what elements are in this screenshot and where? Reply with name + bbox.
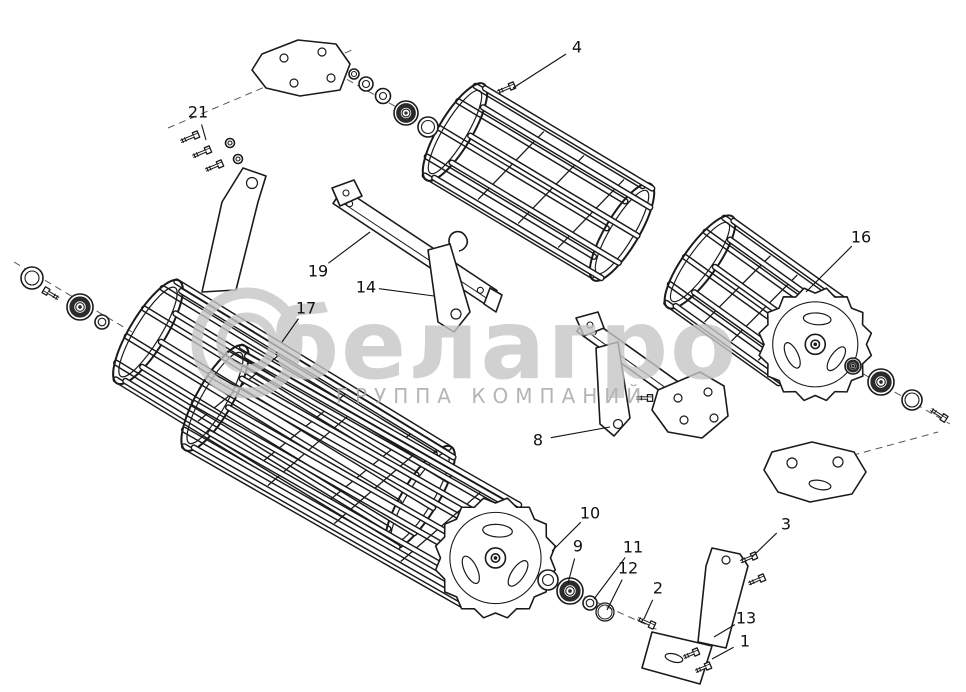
callout-label-19: 19 [308, 262, 328, 281]
link-arm-upper [427, 243, 471, 333]
callout-leader-8 [550, 426, 611, 439]
callout-label-21: 21 [188, 103, 208, 122]
cage-roller-top [421, 82, 656, 282]
callout-leader-9 [567, 558, 576, 584]
support-arm-left [201, 167, 267, 293]
callout-leader-3 [751, 532, 778, 558]
axle-hardware-left [20, 266, 110, 330]
callout-label-3: 3 [781, 515, 791, 534]
axle-hardware-right [844, 357, 949, 423]
callout-label-17: 17 [296, 299, 316, 318]
callout-label-4: 4 [572, 38, 582, 57]
mount-bracket-right [763, 441, 867, 503]
callout-leader-11 [593, 557, 626, 600]
callout-leader-19 [328, 231, 371, 264]
callout-label-10: 10 [580, 504, 600, 523]
watermark-logo-outer-ring [191, 287, 303, 399]
callout-label-13: 13 [736, 609, 756, 628]
watermark-subtitle-text: ГРУППА КОМПАНИЙ [336, 384, 648, 408]
mount-plate-mid [651, 371, 729, 439]
bolt-set-1 [682, 647, 713, 673]
callout-label-9: 9 [573, 537, 583, 556]
watermark-logo-inner-ring [216, 312, 278, 374]
link-arm-lower [595, 341, 654, 437]
mount-bracket-top [251, 39, 351, 97]
callout-leader-14 [378, 288, 435, 297]
callout-leader-16 [805, 245, 853, 293]
callout-leader-1 [711, 646, 734, 660]
callout-leader-2 [643, 599, 654, 620]
callout-label-14: 14 [356, 278, 376, 297]
callout-leader-10 [551, 521, 582, 552]
bolt-4 [496, 81, 517, 94]
watermark-brand-text: белагро [272, 289, 738, 401]
callout-leader-17 [281, 318, 299, 343]
hub-hardware-top [348, 68, 439, 138]
callout-leader-13 [713, 624, 736, 638]
callout-label-2: 2 [653, 579, 663, 598]
callout-label-11: 11 [623, 538, 643, 557]
bolt-set-21 [180, 130, 244, 172]
callout-layer: 4 21 19 14 17 16 8 10 9 11 12 2 3 13 1 [188, 38, 871, 660]
callout-leader-12 [606, 579, 623, 611]
callout-label-12: 12 [618, 559, 638, 578]
watermark: белагро ГРУППА КОМПАНИЙ [191, 287, 738, 408]
cage-roller-right [663, 214, 873, 402]
hub-hardware-bottom [537, 569, 657, 630]
callout-label-8: 8 [533, 431, 543, 450]
bolt-set-3 [739, 551, 767, 586]
callout-leader-21 [201, 124, 207, 141]
callout-label-16: 16 [851, 228, 871, 247]
callout-label-1: 1 [740, 632, 750, 651]
support-arm-bottom-right [641, 547, 749, 685]
callout-leader-4 [512, 53, 567, 89]
